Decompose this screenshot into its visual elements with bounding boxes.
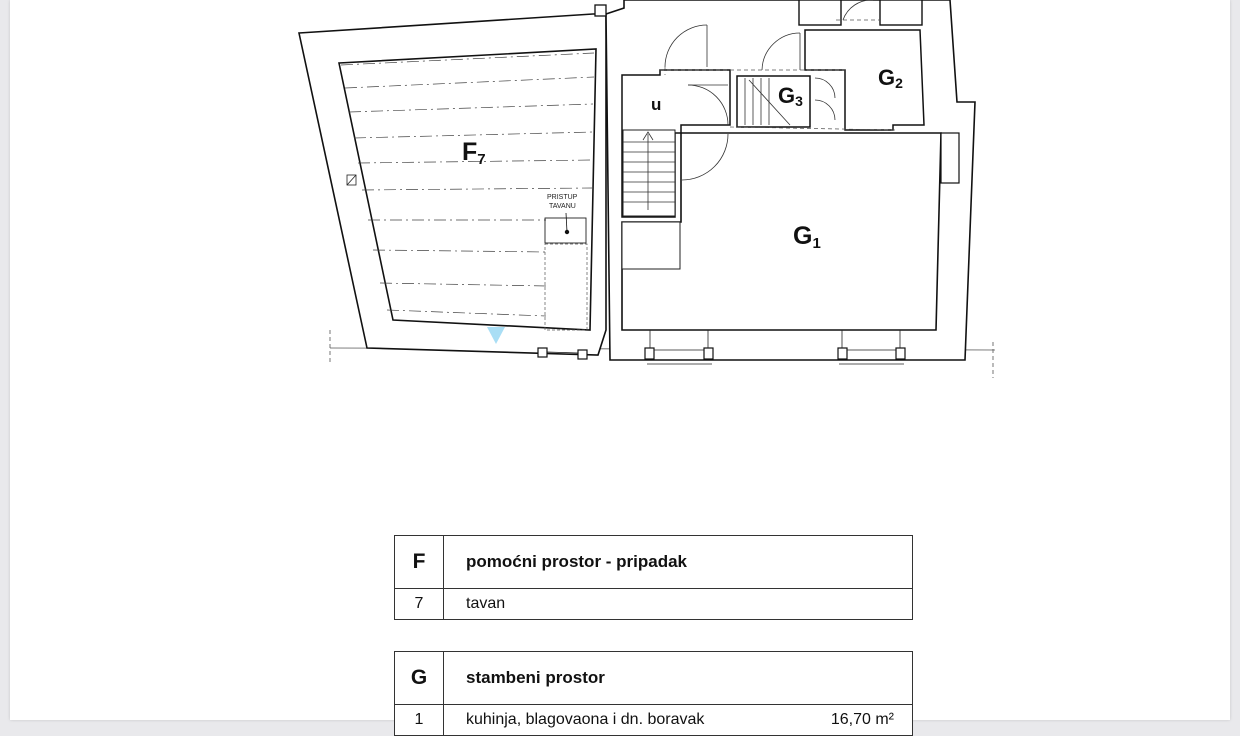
legend-code: F (394, 535, 444, 589)
hatch-dot (564, 229, 570, 235)
door-swings (664, 0, 873, 181)
legend-item-row: 7 tavan (394, 588, 913, 620)
attic-hatch (544, 217, 587, 244)
legend-title: stambeni prostor (443, 651, 913, 705)
room-label-g3: G3 (778, 83, 803, 109)
g3-stair-treads (744, 78, 791, 126)
corridor-stair-treads (623, 134, 675, 210)
legend-header-row: G stambeni prostor (394, 651, 913, 705)
room-label-g2: G2 (878, 65, 903, 91)
legend-header-row: F pomoćni prostor - pripadak (394, 535, 913, 589)
legend-item-row: 1 kuhinja, blagovaona i dn. boravak 16,7… (394, 704, 913, 736)
floor-plan: PRISTUP TAVANU (298, 0, 996, 378)
legend-item-number: 7 (394, 588, 444, 620)
attic-access-note-line1: PRISTUP (547, 194, 578, 201)
legend-table-g: G stambeni prostor 1 kuhinja, blagovaona… (394, 651, 913, 736)
room-label-f7: F7 (462, 138, 486, 168)
room-label-u: u (651, 95, 661, 114)
legend-item-desc-cell: kuhinja, blagovaona i dn. boravak 16,70 … (443, 704, 913, 736)
legend-item-number: 1 (394, 704, 444, 736)
legend-title: pomoćni prostor - pripadak (443, 535, 913, 589)
chimney-symbol (346, 174, 357, 186)
attic-inner-wall (338, 48, 597, 331)
legend-item-name: kuhinja, blagovaona i dn. boravak (466, 711, 705, 728)
room-g3-wall (736, 75, 811, 128)
windows-g1 (644, 347, 906, 360)
legend-item-name: tavan (443, 588, 913, 620)
attic-access-note-line2: TAVANU (549, 203, 576, 210)
attic-ladder-outline (544, 243, 588, 331)
section-marker (487, 327, 505, 344)
room-label-g1: G1 (793, 222, 821, 252)
legend-table-f: F pomoćni prostor - pripadak 7 tavan (394, 535, 913, 620)
legend-code: G (394, 651, 444, 705)
document-page: PRISTUP TAVANU (10, 0, 1230, 736)
roof-slope-lines (340, 52, 595, 317)
hatch-leader (565, 212, 568, 233)
legend-item-area: 16,70 m² (830, 711, 894, 728)
